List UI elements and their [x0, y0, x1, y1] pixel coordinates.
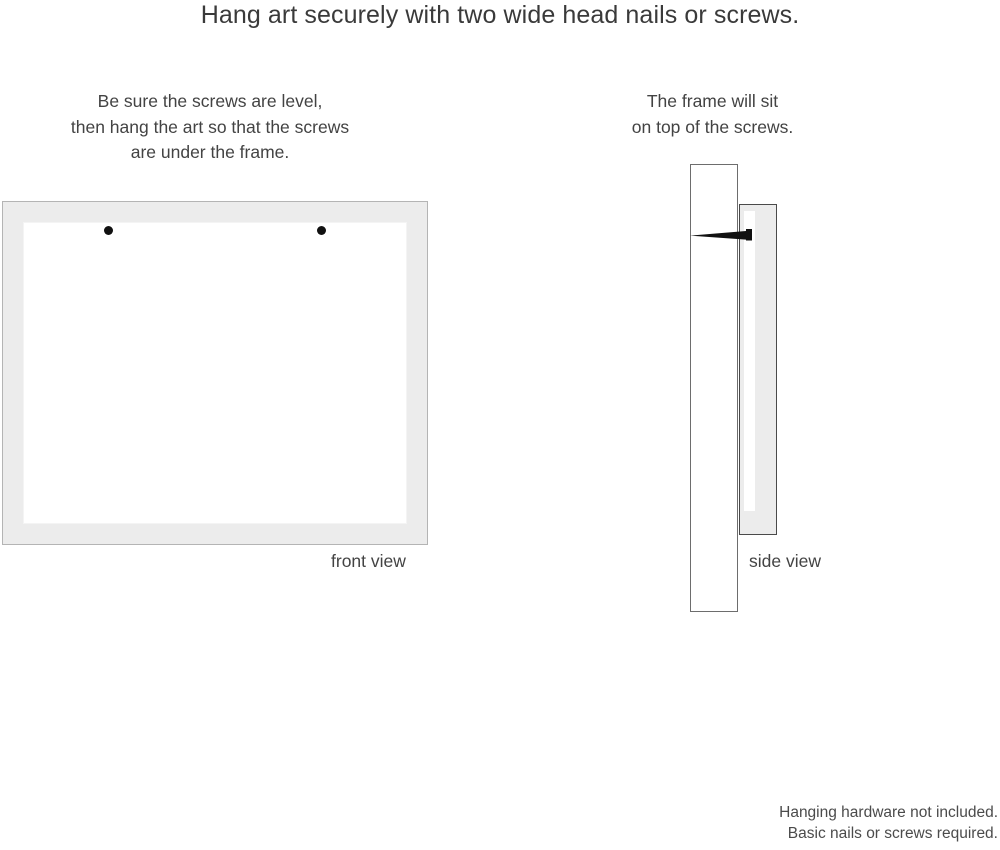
side-view-caption-line-1: The frame will sit [646, 91, 779, 111]
footer-disclaimer: Hanging hardware not included. Basic nai… [779, 802, 998, 844]
front-view-art-surface [24, 223, 406, 523]
side-view-frame-profile [739, 204, 777, 535]
front-view-right-screw-icon [317, 226, 326, 235]
footer-line-2: Basic nails or screws required. [787, 825, 998, 842]
front-view-left-screw-icon [104, 226, 113, 235]
side-view-caption-line-2: on top of the screws. [631, 116, 794, 137]
side-view-label: side view [749, 551, 821, 571]
side-view-wall [690, 164, 738, 612]
nail-icon [690, 228, 754, 242]
footer-line-1: Hanging hardware not included. [779, 804, 998, 821]
front-view-caption-line-3: are under the frame. [130, 142, 290, 162]
front-view-caption-line-1: Be sure the screws are level, [97, 91, 323, 111]
side-view-caption: The frame will sit on top of the screws. [575, 89, 850, 140]
front-view-frame-diagram [2, 201, 428, 545]
page-title: Hang art securely with two wide head nai… [200, 1, 800, 29]
side-view-frame-inner-edge [744, 211, 755, 511]
front-view-caption: Be sure the screws are level, then hang … [0, 89, 420, 166]
front-view-caption-line-2: then hang the art so that the screws [70, 116, 350, 137]
front-view-label: front view [331, 551, 406, 571]
